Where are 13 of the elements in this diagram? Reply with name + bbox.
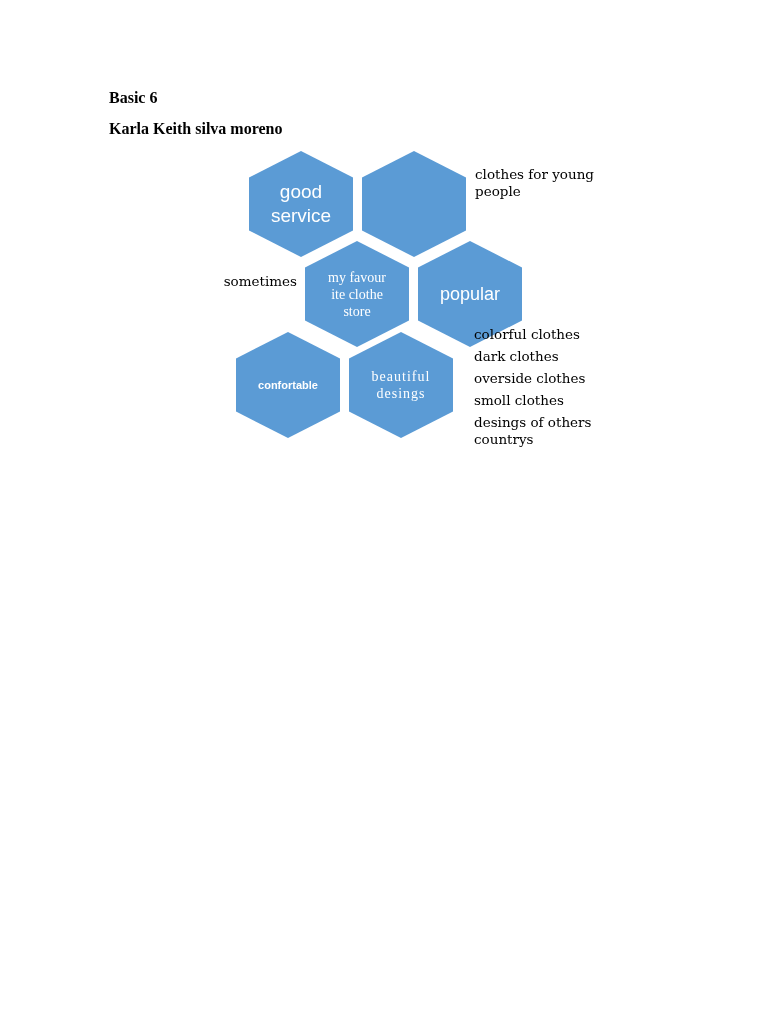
side-note: sometimes <box>223 273 297 290</box>
hexagon-text: my favourite clothe store <box>327 268 387 320</box>
side-note: dark clothes <box>474 348 559 365</box>
side-note: smoll clothes <box>474 392 564 409</box>
side-note: clothes for young people <box>475 165 595 200</box>
hexagon-text: popular <box>438 283 501 305</box>
hexagon-text: good service <box>269 180 333 228</box>
title: Basic 6 <box>109 88 158 108</box>
side-note: desings of others countrys <box>474 414 593 448</box>
author-name: Karla Keith silva moreno <box>109 119 283 139</box>
hexagon-text: beautiful desings <box>370 368 432 402</box>
side-note: overside clothes <box>474 370 586 387</box>
hexagon-text: confortable <box>257 377 319 393</box>
